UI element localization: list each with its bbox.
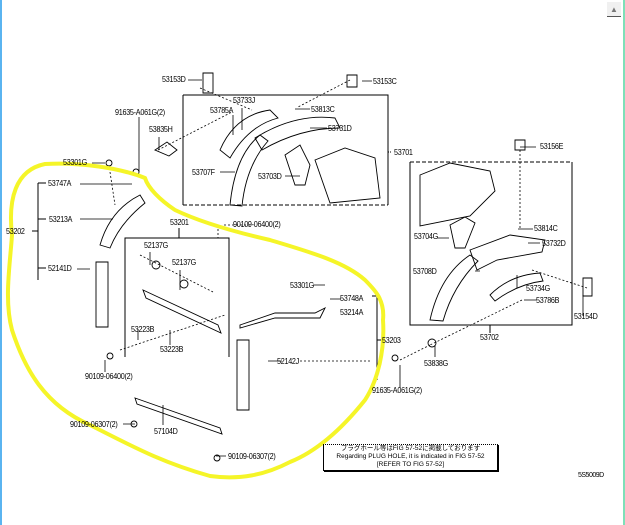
part-53703D	[284, 144, 311, 186]
part-label[interactable]: 52137G	[172, 258, 197, 267]
part-53154D	[582, 277, 593, 297]
part-label[interactable]: 53732D	[542, 239, 566, 248]
figure-code: 5S5009D	[578, 472, 604, 479]
part-53732D	[469, 234, 546, 271]
part-label[interactable]: 53223B	[160, 345, 184, 354]
part-label[interactable]: 53786B	[536, 296, 560, 305]
bracket-53202	[32, 182, 46, 280]
part-53214A	[239, 306, 327, 329]
part-label[interactable]: 53747A	[48, 179, 72, 188]
part-label[interactable]: 53153D	[162, 75, 186, 84]
part-52142J	[236, 339, 250, 411]
arrow-up-icon: ▲	[610, 4, 618, 14]
part-52141D	[95, 261, 109, 328]
part-label[interactable]: 53838G	[424, 359, 449, 368]
part-bolt	[391, 354, 399, 362]
part-label[interactable]: 53785A	[210, 106, 234, 115]
group-box-53201	[124, 228, 230, 357]
part-53707F	[229, 134, 269, 207]
part-bolt	[105, 159, 113, 167]
part-label[interactable]: 53223B	[131, 325, 155, 334]
part-label[interactable]: 53156E	[540, 142, 564, 151]
part-clip	[179, 279, 189, 289]
scroll-up-button[interactable]: ▲	[607, 2, 621, 17]
part-53153D	[202, 72, 214, 94]
part-57104D	[134, 397, 223, 435]
part-label[interactable]: 53301G	[290, 281, 315, 290]
part-53153C	[346, 74, 358, 88]
leader-lines	[77, 79, 588, 457]
note-reference: [REFER TO FIG 57-52]	[376, 461, 445, 468]
part-53733J	[219, 109, 279, 159]
part-label[interactable]: 52141D	[48, 264, 72, 273]
part-label[interactable]: 53201	[170, 218, 189, 227]
part-label[interactable]: 52142J	[277, 357, 300, 366]
part-53835H	[154, 141, 178, 157]
part-label[interactable]: 53704G	[414, 232, 439, 241]
part-label[interactable]: 53214A	[340, 308, 364, 317]
part-53213A	[99, 194, 146, 249]
part-53701-panel	[314, 147, 381, 204]
part-clip	[151, 260, 161, 270]
part-label[interactable]: 53748A	[340, 294, 364, 303]
part-label[interactable]: 53153C	[373, 77, 397, 86]
part-53708D	[429, 254, 479, 322]
part-label[interactable]: 53701	[394, 148, 413, 157]
note-line-en: Regarding PLUG HOLE, it is indicated in …	[336, 453, 485, 460]
part-label[interactable]: 53734G	[526, 284, 551, 293]
part-label[interactable]: 53731D	[328, 124, 352, 133]
part-53734G	[489, 272, 544, 302]
part-53731D	[254, 116, 341, 151]
part-label[interactable]: 53202	[6, 227, 25, 236]
part-bolt	[106, 352, 114, 360]
part-label[interactable]: 53703D	[258, 172, 282, 181]
part-label[interactable]: 90109-06307(2)	[228, 452, 276, 461]
part-label[interactable]: 53835H	[149, 125, 173, 134]
group-box-53701	[182, 94, 392, 206]
part-53701b-panel	[419, 162, 496, 227]
yellow-annotation-circle	[5, 161, 386, 480]
part-label[interactable]: 57104D	[154, 427, 178, 436]
part-label[interactable]: 53702	[480, 333, 499, 342]
plug-hole-note: プラグホール等はFIG 57-52に掲載しております Regarding PLU…	[323, 444, 498, 471]
part-label[interactable]: 52137G	[144, 241, 169, 250]
part-label[interactable]: 91635-A061G(2)	[115, 108, 165, 117]
window-left-edge	[0, 0, 2, 525]
part-53201-panel	[142, 289, 222, 334]
part-clip	[427, 338, 437, 348]
part-53704G	[449, 216, 476, 249]
part-label[interactable]: 90109-06400(2)	[85, 372, 133, 381]
part-label[interactable]: 53708D	[413, 267, 437, 276]
note-line-jp: プラグホール等はFIG 57-52に掲載しております	[340, 445, 481, 452]
part-label[interactable]: 53203	[382, 336, 401, 345]
part-53156E	[514, 139, 526, 151]
part-label[interactable]: 53813C	[311, 105, 335, 114]
part-label[interactable]: 53814C	[534, 224, 558, 233]
part-label[interactable]: 53707F	[192, 168, 215, 177]
part-label[interactable]: 90109-06400(2)	[233, 220, 281, 229]
part-label[interactable]: 53733J	[233, 96, 256, 105]
part-label[interactable]: 90109-06307(2)	[70, 420, 118, 429]
part-bolt	[213, 454, 221, 462]
part-label[interactable]: 53213A	[49, 215, 73, 224]
part-label[interactable]: 91635-A061G(2)	[372, 386, 422, 395]
part-sketches	[95, 72, 593, 462]
part-bolt	[130, 420, 138, 428]
part-label[interactable]: 53154D	[574, 312, 598, 321]
part-label[interactable]: 53301G	[63, 158, 88, 167]
group-box-53702	[409, 161, 573, 333]
window-right-edge	[623, 0, 625, 525]
